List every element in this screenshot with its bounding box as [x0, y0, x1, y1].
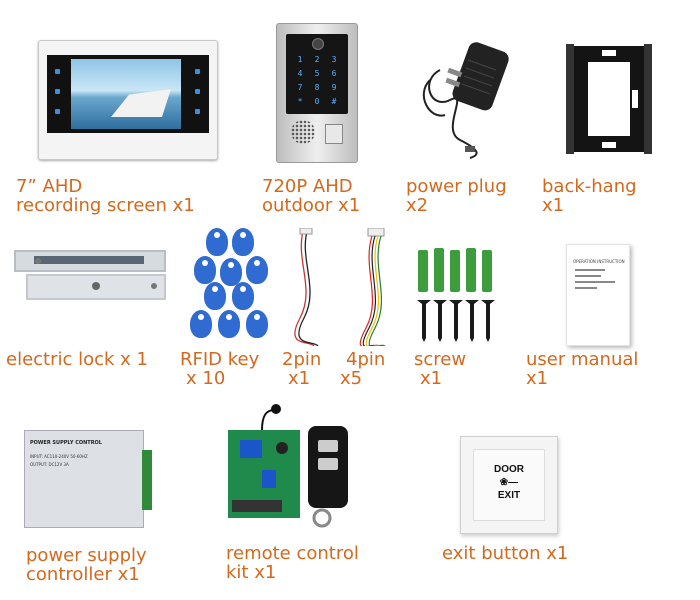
recording-screen-image [38, 40, 218, 160]
key-icon: ❀― [499, 477, 519, 488]
speaker-grill-icon [291, 120, 315, 144]
keypad-key: 2 [314, 55, 320, 64]
keypad: 1 2 3 4 5 6 7 8 9 * 0 # [286, 34, 348, 114]
psu-label: POWER SUPPLY CONTROL [30, 440, 102, 446]
manual-title: OPERATION INSTRUCTION [573, 259, 625, 264]
keypad-key: 9 [331, 83, 337, 92]
user-manual-image: OPERATION INSTRUCTION [566, 244, 630, 346]
outdoor-unit-image: 1 2 3 4 5 6 7 8 9 * 0 # [276, 23, 358, 163]
screws-image [417, 248, 495, 342]
camera-lens-icon [312, 38, 324, 50]
remote-control-kit-image [228, 404, 348, 528]
rfid-keys-image [190, 222, 270, 346]
doorbell-icon [325, 124, 343, 144]
4pin-cable-image [359, 228, 386, 346]
keypad-key: 8 [314, 83, 320, 92]
rfid-tag-icon [246, 310, 268, 338]
keypad-key: * [297, 97, 303, 106]
rfid-tag-icon [190, 310, 212, 338]
power-supply-controller-image: POWER SUPPLY CONTROL INPUT: AC110-240V 5… [24, 430, 152, 528]
rfid-tag-icon [194, 256, 216, 284]
rfid-tag-icon [246, 256, 268, 284]
keypad-key: 6 [331, 69, 337, 78]
keypad-key: 4 [297, 69, 303, 78]
rfid-tag-icon [232, 228, 254, 256]
rfid-tag-icon [206, 228, 228, 256]
rfid-tag-icon [218, 310, 240, 338]
label-electric-lock: electric lock x 1 [6, 349, 149, 370]
psu-spec-input: INPUT: AC110-240V 50-60HZ [30, 454, 88, 459]
keypad-key: 1 [297, 55, 303, 64]
2pin-cable-image [294, 228, 319, 346]
keypad-key: 0 [314, 97, 320, 106]
rfid-tag-icon [220, 258, 242, 286]
keypad-key: # [331, 97, 337, 106]
label-exit-button: exit button x1 [442, 543, 569, 564]
rfid-tag-icon [232, 282, 254, 310]
keypad-key: 5 [314, 69, 320, 78]
electric-lock-image [14, 250, 166, 300]
keypad-key: 3 [331, 55, 337, 64]
terminal-block-icon [142, 450, 152, 510]
keypad-key: 7 [297, 83, 303, 92]
psu-spec-output: OUTPUT: DC12V 3A [30, 462, 69, 467]
exit-button-door-text: DOOR [494, 464, 524, 475]
rfid-tag-icon [204, 282, 226, 310]
back-hang-bracket-image [566, 44, 652, 154]
exit-button-image: DOOR ❀― EXIT [460, 436, 558, 534]
power-plug-image [422, 42, 509, 159]
exit-button-exit-text: EXIT [497, 490, 521, 501]
